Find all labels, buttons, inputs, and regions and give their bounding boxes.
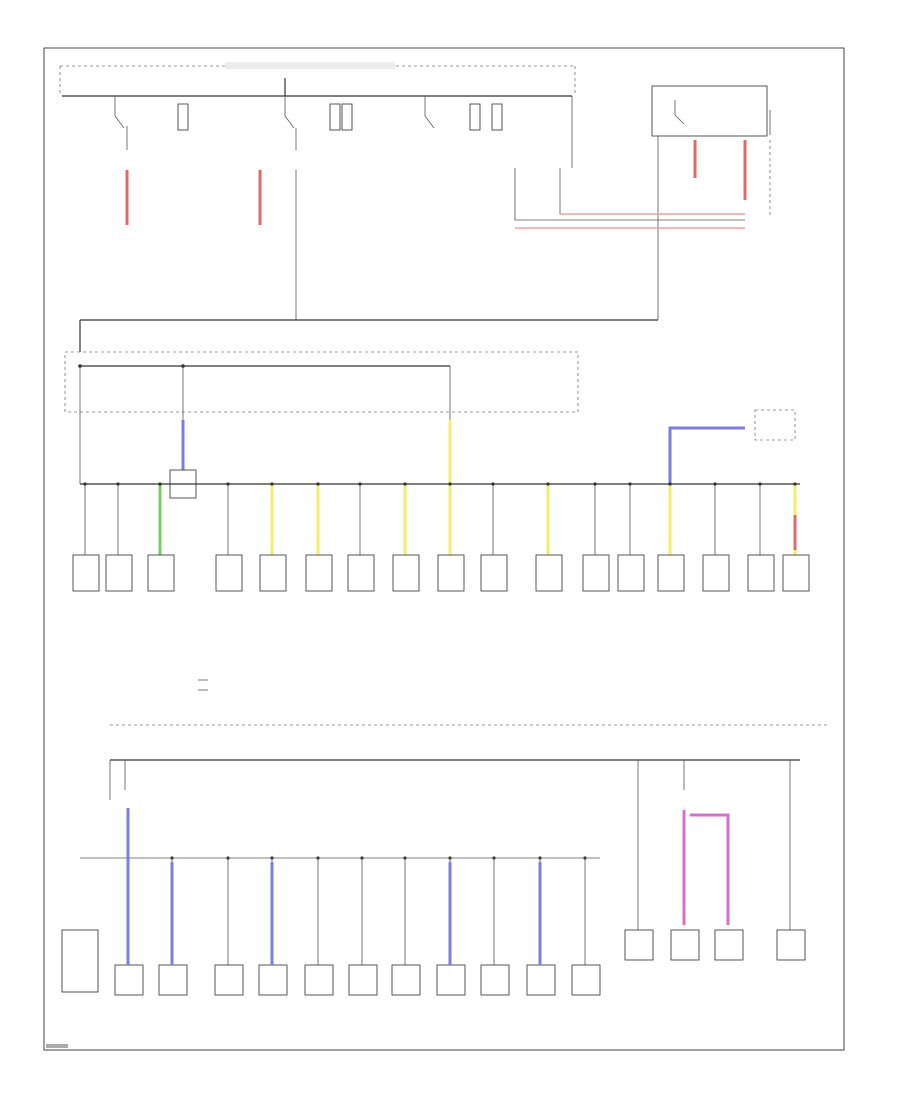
mid-connector [535,554,563,592]
mid-connector [347,554,375,592]
mid-splice [668,482,672,486]
mid-splice [270,482,274,486]
bottom-fuse-box [109,724,830,800]
mid-connector [657,554,685,592]
mid-splice [713,482,717,486]
mid-splice [83,482,87,486]
relay-box [651,85,771,320]
mid-splice [116,482,120,486]
aux-module-outline [754,409,796,441]
mid-splice [758,482,762,486]
bottom-connector [214,964,244,996]
mid-splice [158,482,162,486]
bottom-right-connector [624,929,654,961]
middle-legend [198,679,208,691]
mid-connector [105,554,133,592]
top-fuse-box [59,62,745,221]
mid-splice [448,482,452,486]
mid-connector [617,554,645,592]
mid-row-drops [72,482,810,592]
blue-wire-mid-2 [668,426,745,484]
mid-connector [147,554,175,592]
bottom-right-connector [670,929,700,961]
mid-connector [582,554,610,592]
bottom-connector [391,964,421,996]
mid-splice [593,482,597,486]
bottom-connector [436,964,466,996]
mid-splice [316,482,320,486]
bottom-right-connector [776,929,806,961]
mid-splice [546,482,550,486]
fuse-box-title-smudge [225,62,395,69]
middle-fuse-box [64,351,579,484]
mid-connector [747,554,775,592]
bottom-connector [158,964,188,996]
bottom-right-connector [714,929,744,961]
mid-connector [392,554,420,592]
mid-connector [782,554,810,592]
mid-connector [305,554,333,592]
mid-splice [628,482,632,486]
bottom-connector [304,964,334,996]
magenta-wire-2 [690,813,730,925]
mid-splice [226,482,230,486]
mid-connector [259,554,287,592]
footer-code-smudge [46,1044,68,1048]
bottom-connector [348,964,378,996]
mid-connector [437,554,465,592]
bottom-connector [571,964,601,996]
mid-connector [215,554,243,592]
mid-connector [480,554,508,592]
mid-splice [403,482,407,486]
mid-connector [72,554,100,592]
mid-splice [793,482,797,486]
mid-splice [358,482,362,486]
bottom-connector [526,964,556,996]
bottom-connector [258,964,288,996]
diagram-frame [43,47,845,1051]
bottom-left-module [61,929,99,993]
bottom-connector [114,964,144,996]
mid-connector [702,554,730,592]
mid-splice [491,482,495,486]
bottom-connector [480,964,510,996]
